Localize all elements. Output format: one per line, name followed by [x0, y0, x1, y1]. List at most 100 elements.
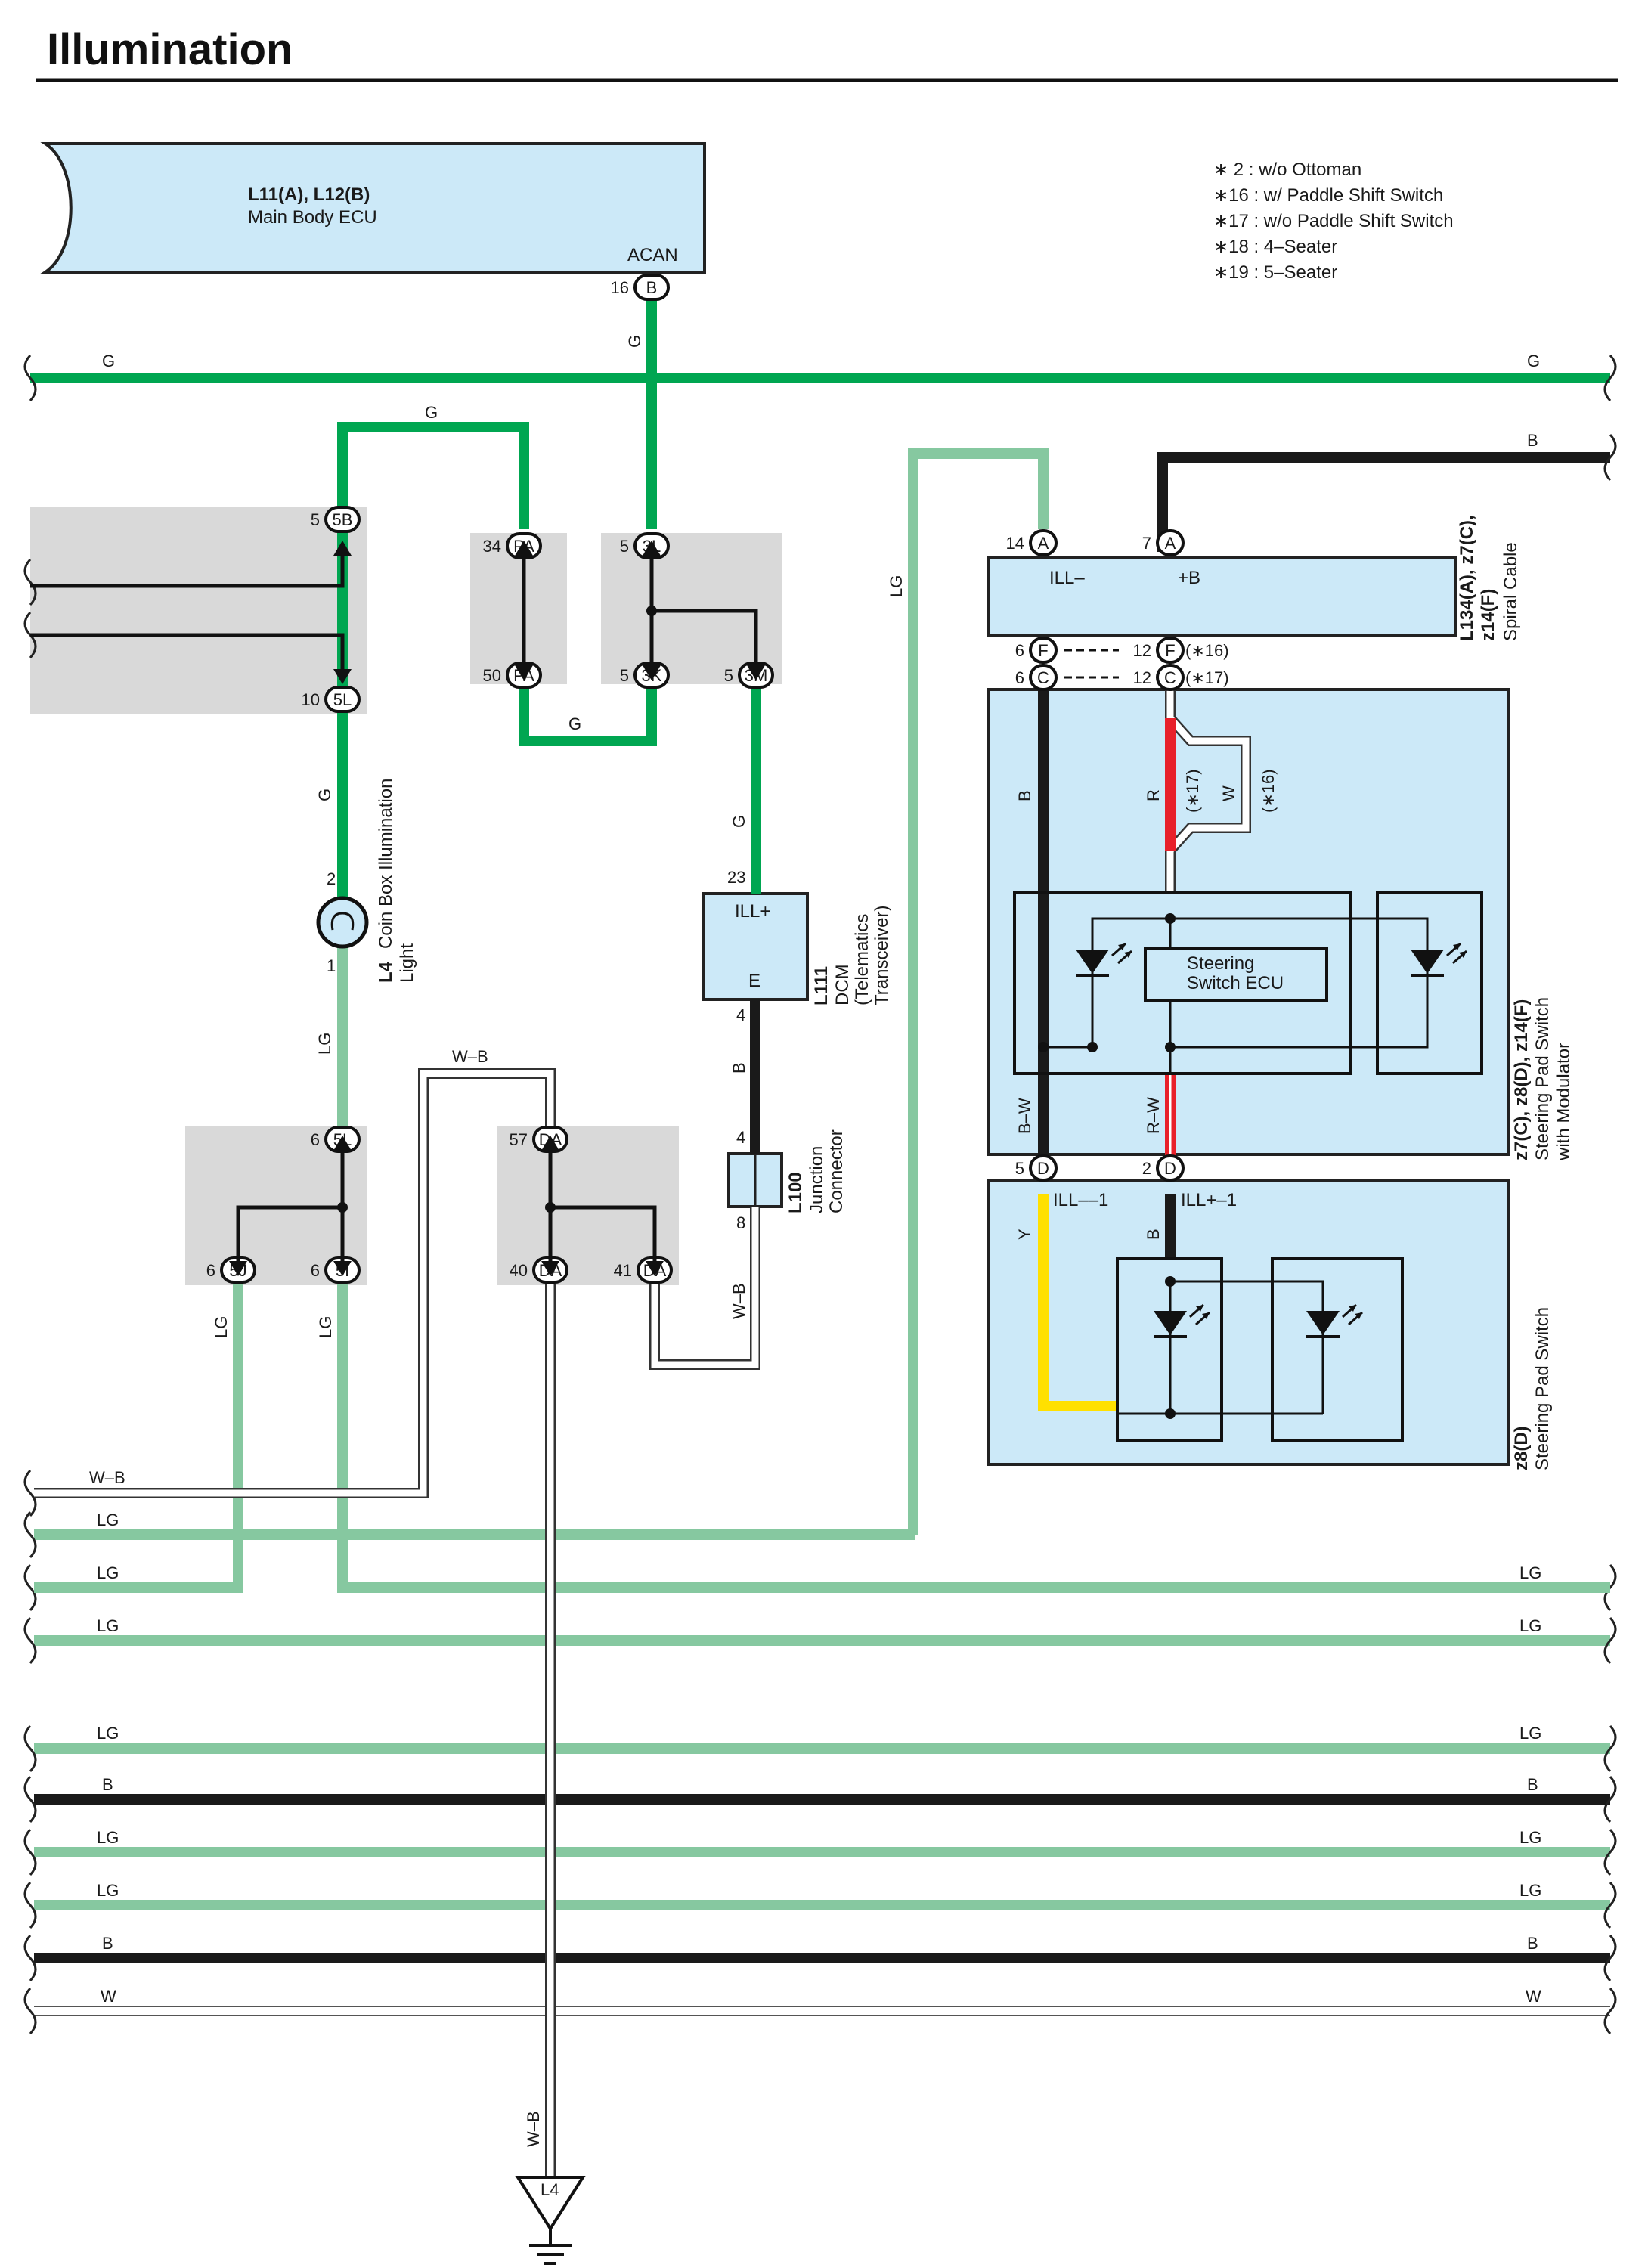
dcm-pin-top: 23 — [727, 868, 745, 887]
page-title: Illumination — [47, 25, 293, 74]
note-2: ∗ 2 : w/o Ottoman — [1213, 160, 1361, 180]
wire-label-lg: LG — [97, 1510, 119, 1529]
ssecu-line1: Steering — [1187, 953, 1254, 974]
steering-pad-switch-with-modulator: z7(C), z8(D), z14(F) Steering Pad Switch… — [987, 688, 1574, 1161]
junction-block-5 — [30, 507, 367, 714]
connector-c5L_bot: 5L6 — [311, 1126, 361, 1153]
connector-pin: 41 — [614, 1261, 632, 1280]
wire-label-y: Y — [1015, 1228, 1034, 1240]
sps-code: z8(D) — [1511, 1426, 1532, 1470]
junction-blocks — [30, 507, 782, 1285]
junction-block-3 — [601, 533, 782, 684]
wire-label-b: B — [1144, 1228, 1163, 1240]
connector-pin: 2 — [1142, 1159, 1151, 1178]
ground-label: L4 — [541, 2180, 559, 2199]
wire-label-lg: LG — [887, 575, 906, 597]
jc-code: L100 — [785, 1172, 806, 1213]
wire-label-wb: W–B — [89, 1468, 125, 1487]
connector-pin: 50 — [483, 666, 501, 685]
wire-label-g: G — [425, 403, 438, 422]
connector-cD_l: D5 — [1015, 1154, 1058, 1182]
wire-label-lg: LG — [97, 1828, 119, 1847]
dcm: ILL+ E L111 DCM (Telematics Transceiver) — [702, 892, 892, 1005]
connector-pin: 5 — [620, 537, 629, 556]
junction-dots — [337, 606, 1176, 1419]
main-body-ecu-code: L11(A), L12(B) — [248, 184, 370, 205]
spsm-code: z7(C), z8(D), z14(F) — [1511, 999, 1532, 1160]
connector-cA_l: A 14 — [1006, 529, 1058, 556]
main-body-ecu-terminal: ACAN — [627, 245, 678, 265]
note-17: ∗17 : w/o Paddle Shift Switch — [1213, 211, 1454, 231]
connector-id: D — [1037, 1159, 1049, 1178]
wire-label-lg: LG — [1519, 1881, 1541, 1900]
dcm-name3: Transceiver) — [872, 906, 892, 1005]
note-16: ∗16 : w/ Paddle Shift Switch — [1213, 185, 1443, 206]
wire-label-bw: B–W — [1015, 1098, 1034, 1134]
connector-pin: 6 — [311, 1130, 320, 1149]
ssecu-line2: Switch ECU — [1187, 973, 1284, 993]
spiral-cable: ILL– +B L134(A), z7(C), z14(F) Spiral Ca… — [987, 515, 1521, 641]
wire-label-lg: LG — [212, 1316, 231, 1338]
wire-label-g: G — [315, 789, 334, 801]
coin-box-light: 2 1 L4 Coin Box Illumination Light — [316, 779, 417, 983]
connector-id: B — [646, 278, 658, 297]
wire-label-w: W — [101, 1987, 116, 2006]
connector-pin: 34 — [483, 537, 501, 556]
steering-switch-ecu — [1144, 947, 1328, 1002]
wire-label-w: W — [1219, 785, 1238, 801]
light-pin-top: 2 — [327, 869, 336, 888]
connector-cF_l: F6 — [1015, 637, 1058, 664]
connector-cF_r: F 12 — [1133, 637, 1185, 664]
sps-ill-minus: ILL––1 — [1053, 1190, 1108, 1210]
jc-name: Junction — [807, 1146, 827, 1213]
wire-label-lg: LG — [1519, 1563, 1541, 1582]
connector-pin: 14 — [1006, 534, 1024, 553]
connector-pin: 6 — [311, 1261, 320, 1280]
wire-label-r: R — [1144, 789, 1163, 801]
connector-id: D — [1164, 1159, 1176, 1178]
steering-pad-switch: z8(D) Steering Pad Switch — [987, 1179, 1553, 1470]
wire-label-b: B — [1527, 1775, 1538, 1794]
spiral-code2: z14(F) — [1478, 589, 1498, 641]
connector-pin: 5 — [311, 510, 320, 529]
connector-pin: 12 — [1133, 641, 1151, 660]
dcm-name: DCM — [832, 964, 853, 1005]
connector-pin: 5 — [620, 666, 629, 685]
wire-label-lg: LG — [316, 1316, 335, 1338]
note-18: ∗18 : 4–Seater — [1213, 237, 1337, 257]
connector-cC_l: C6 — [1015, 664, 1058, 691]
wire-label-b: B — [102, 1775, 113, 1794]
wire-label-g: G — [1527, 352, 1540, 370]
dcm-code: L111 — [811, 966, 832, 1005]
junction-connector: L100 Junction Connector — [727, 1129, 847, 1213]
wire-label-lg: LG — [1519, 1828, 1541, 1847]
wire-label-lg: LG — [97, 1563, 119, 1582]
connector-note: (∗16) — [1185, 641, 1229, 660]
wire-label-b: B — [102, 1934, 113, 1953]
wire-label-b: B — [730, 1062, 748, 1074]
spiral-name: Spiral Cable — [1501, 542, 1521, 641]
wire-label-lg: LG — [97, 1724, 119, 1743]
connector-pin: 12 — [1133, 668, 1151, 687]
connector-c5B: 5B 5 — [311, 506, 361, 533]
wire-label-g: G — [730, 815, 748, 828]
spiral-ill-minus: ILL– — [1049, 568, 1085, 588]
connector-cA_r: A7 — [1142, 529, 1185, 556]
connector-id: 5B — [333, 510, 353, 529]
wire-labels: G G G G B W–B W–B LG LG LG LG LG LG LG B… — [89, 335, 1541, 2147]
light-name: Coin Box Illumination — [376, 779, 396, 949]
connector-id: F — [1165, 641, 1175, 660]
dcm-e: E — [748, 971, 760, 991]
connector-pin: 5 — [724, 666, 733, 685]
notes-legend: ∗ 2 : w/o Ottoman ∗16 : w/ Paddle Shift … — [1213, 160, 1454, 283]
connector-cD_r: D2 — [1142, 1154, 1185, 1182]
connector-id: A — [1038, 534, 1049, 553]
wire-label-b: B — [1527, 1934, 1538, 1953]
connector-pin: 16 — [611, 278, 629, 297]
connector-arrows — [229, 541, 765, 1276]
connector-pin: 6 — [206, 1261, 215, 1280]
connector-pin: 6 — [1015, 641, 1024, 660]
light-code: L4 — [376, 961, 396, 983]
